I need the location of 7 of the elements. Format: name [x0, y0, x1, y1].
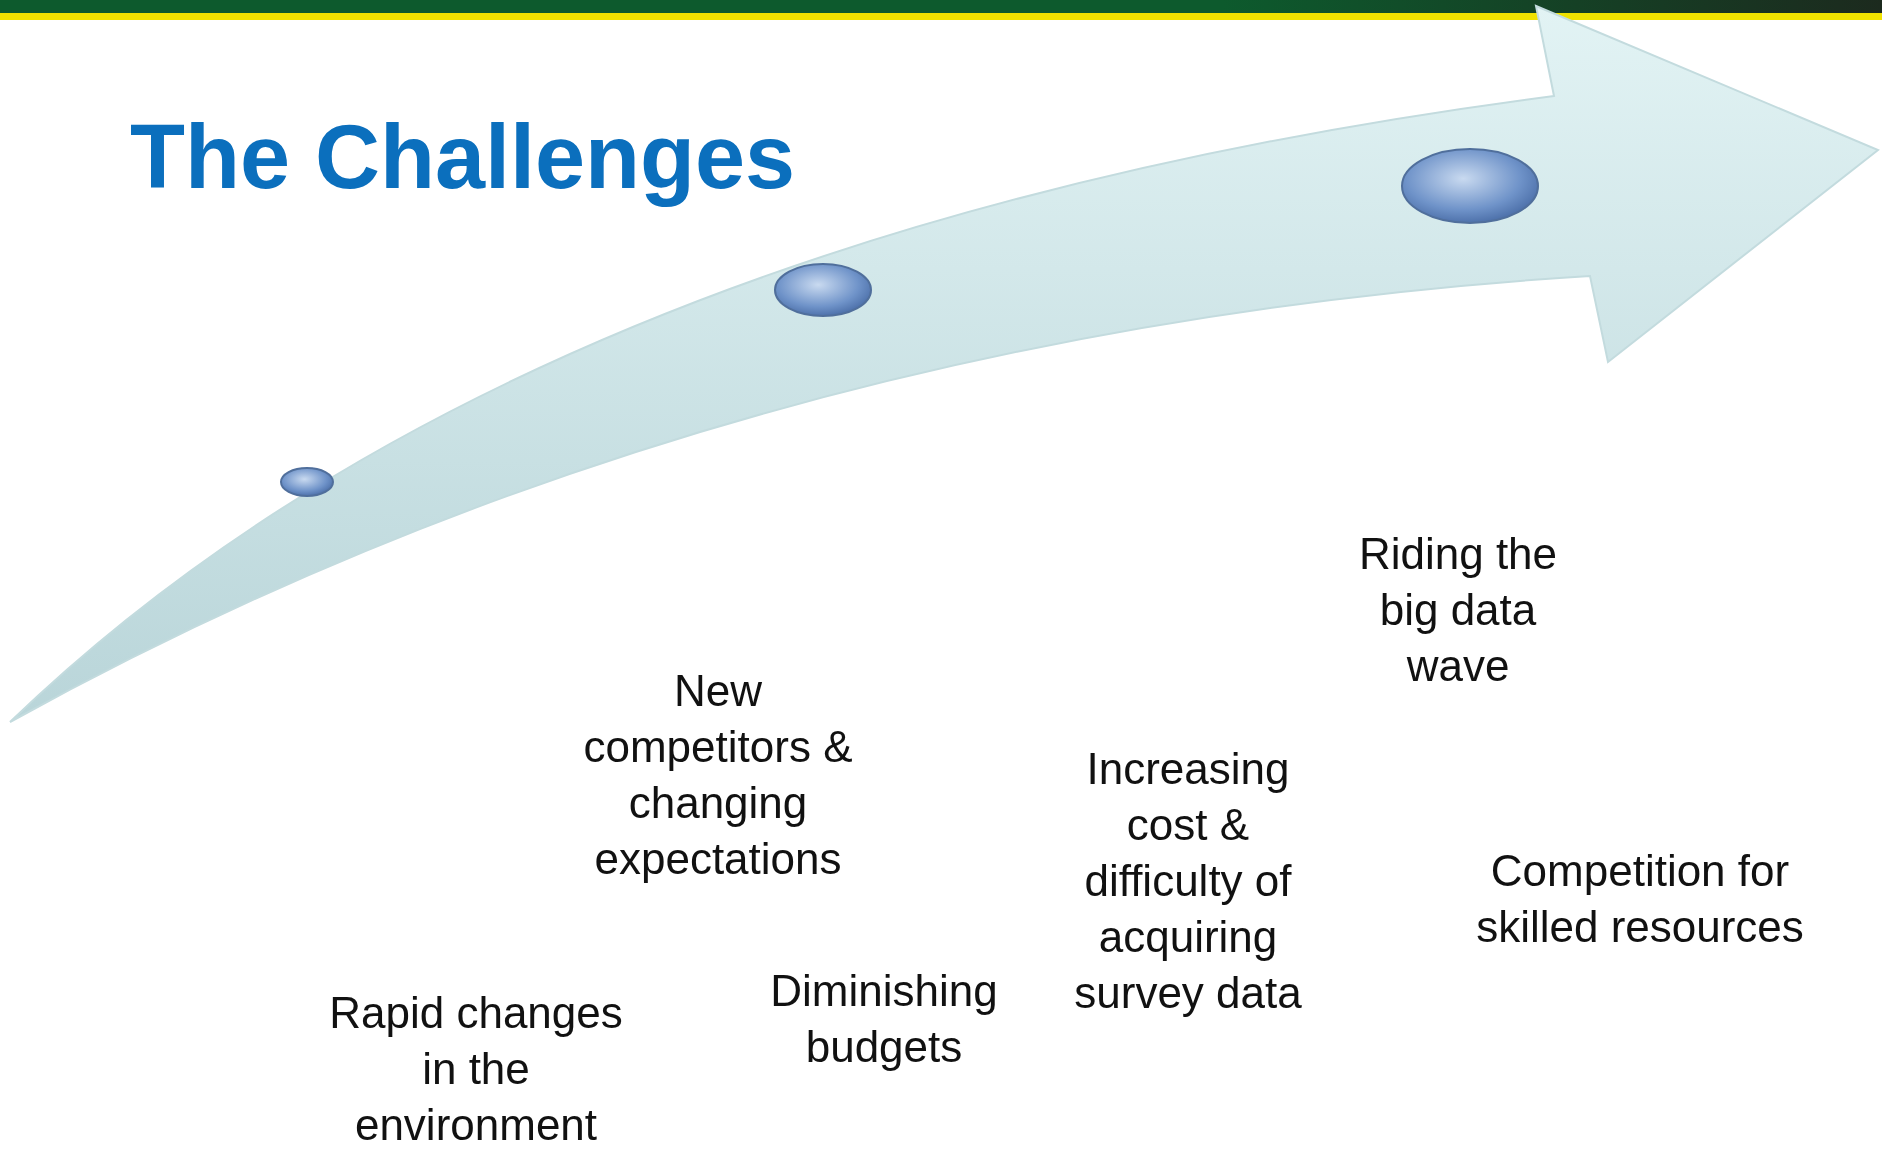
- challenge-text: Increasing cost & difficulty of acquiring survey data: [1073, 743, 1303, 1019]
- title: The Challenges: [130, 108, 796, 207]
- challenge-text: New competitors & changing expectations: [582, 665, 854, 885]
- challenge-text: Competition for skilled resources: [1475, 845, 1805, 953]
- challenge-text: Rapid changes in the environment: [328, 987, 624, 1151]
- challenge-text: Riding the big data wave: [1357, 528, 1559, 692]
- challenge-text: Diminishing budgets: [769, 965, 999, 1073]
